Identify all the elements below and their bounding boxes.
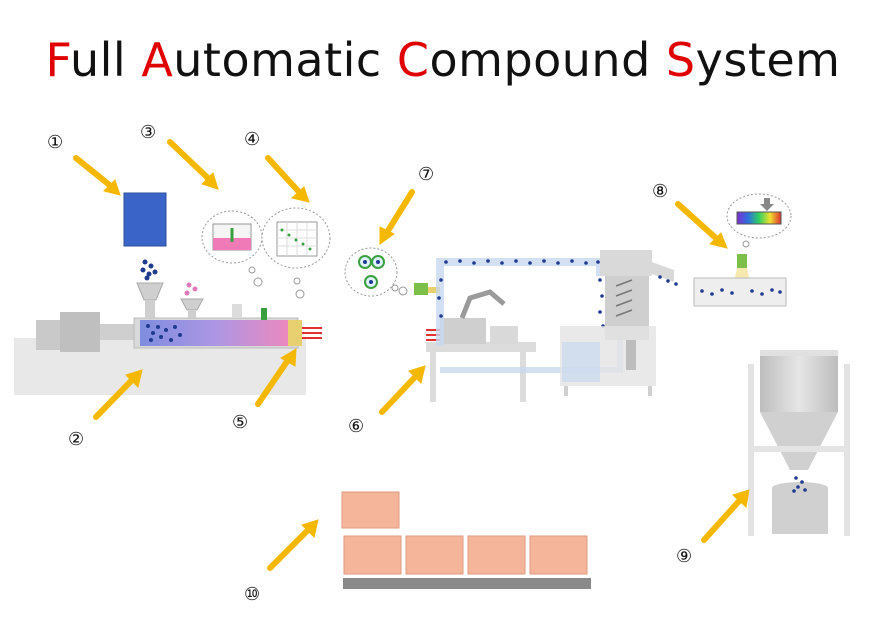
arrow-6 [379, 373, 419, 415]
thought-bubble-graph [261, 207, 331, 299]
arrow-5 [255, 357, 291, 407]
color-sensor [693, 193, 792, 307]
title-word-compound: Compound [396, 33, 651, 87]
callout-6: ⑥ [348, 416, 364, 437]
callout-3: ③ [140, 122, 156, 143]
callout-5: ⑤ [232, 412, 248, 433]
arrow-1 [73, 155, 115, 190]
callouts: ① ② ③ ④ ⑤ ⑥ ⑦ ⑧ ⑨ ⑩ [47, 122, 692, 605]
callout-7: ⑦ [418, 164, 434, 185]
thought-bubble-level [201, 210, 263, 287]
callout-1: ① [47, 132, 63, 153]
title-word-system: System [665, 33, 841, 87]
raw-material-block [123, 192, 167, 247]
palletized-boxes [341, 491, 591, 589]
callout-9: ⑨ [676, 546, 692, 567]
arrows [73, 139, 750, 571]
arrow-3 [167, 139, 213, 183]
title-word-automatic: Automatic [141, 33, 382, 87]
arrow-4 [265, 155, 303, 196]
arrow-8 [675, 201, 721, 243]
extruder-barrel [140, 320, 290, 346]
extruder [14, 259, 322, 395]
callout-8: ⑧ [652, 181, 668, 202]
classifier-unit [560, 250, 678, 396]
page-title: Full Automatic Compound System [0, 30, 886, 90]
callout-10: ⑩ [244, 584, 260, 605]
thought-bubble-inspection [344, 247, 408, 297]
storage-silo [748, 350, 850, 536]
arrow-7 [383, 189, 415, 237]
arrow-10 [267, 527, 311, 571]
arrow-9 [701, 497, 743, 543]
arrow-2 [93, 377, 135, 420]
title-word-full: Full [45, 33, 127, 87]
callout-4: ④ [244, 129, 260, 150]
callout-2: ② [68, 429, 84, 450]
